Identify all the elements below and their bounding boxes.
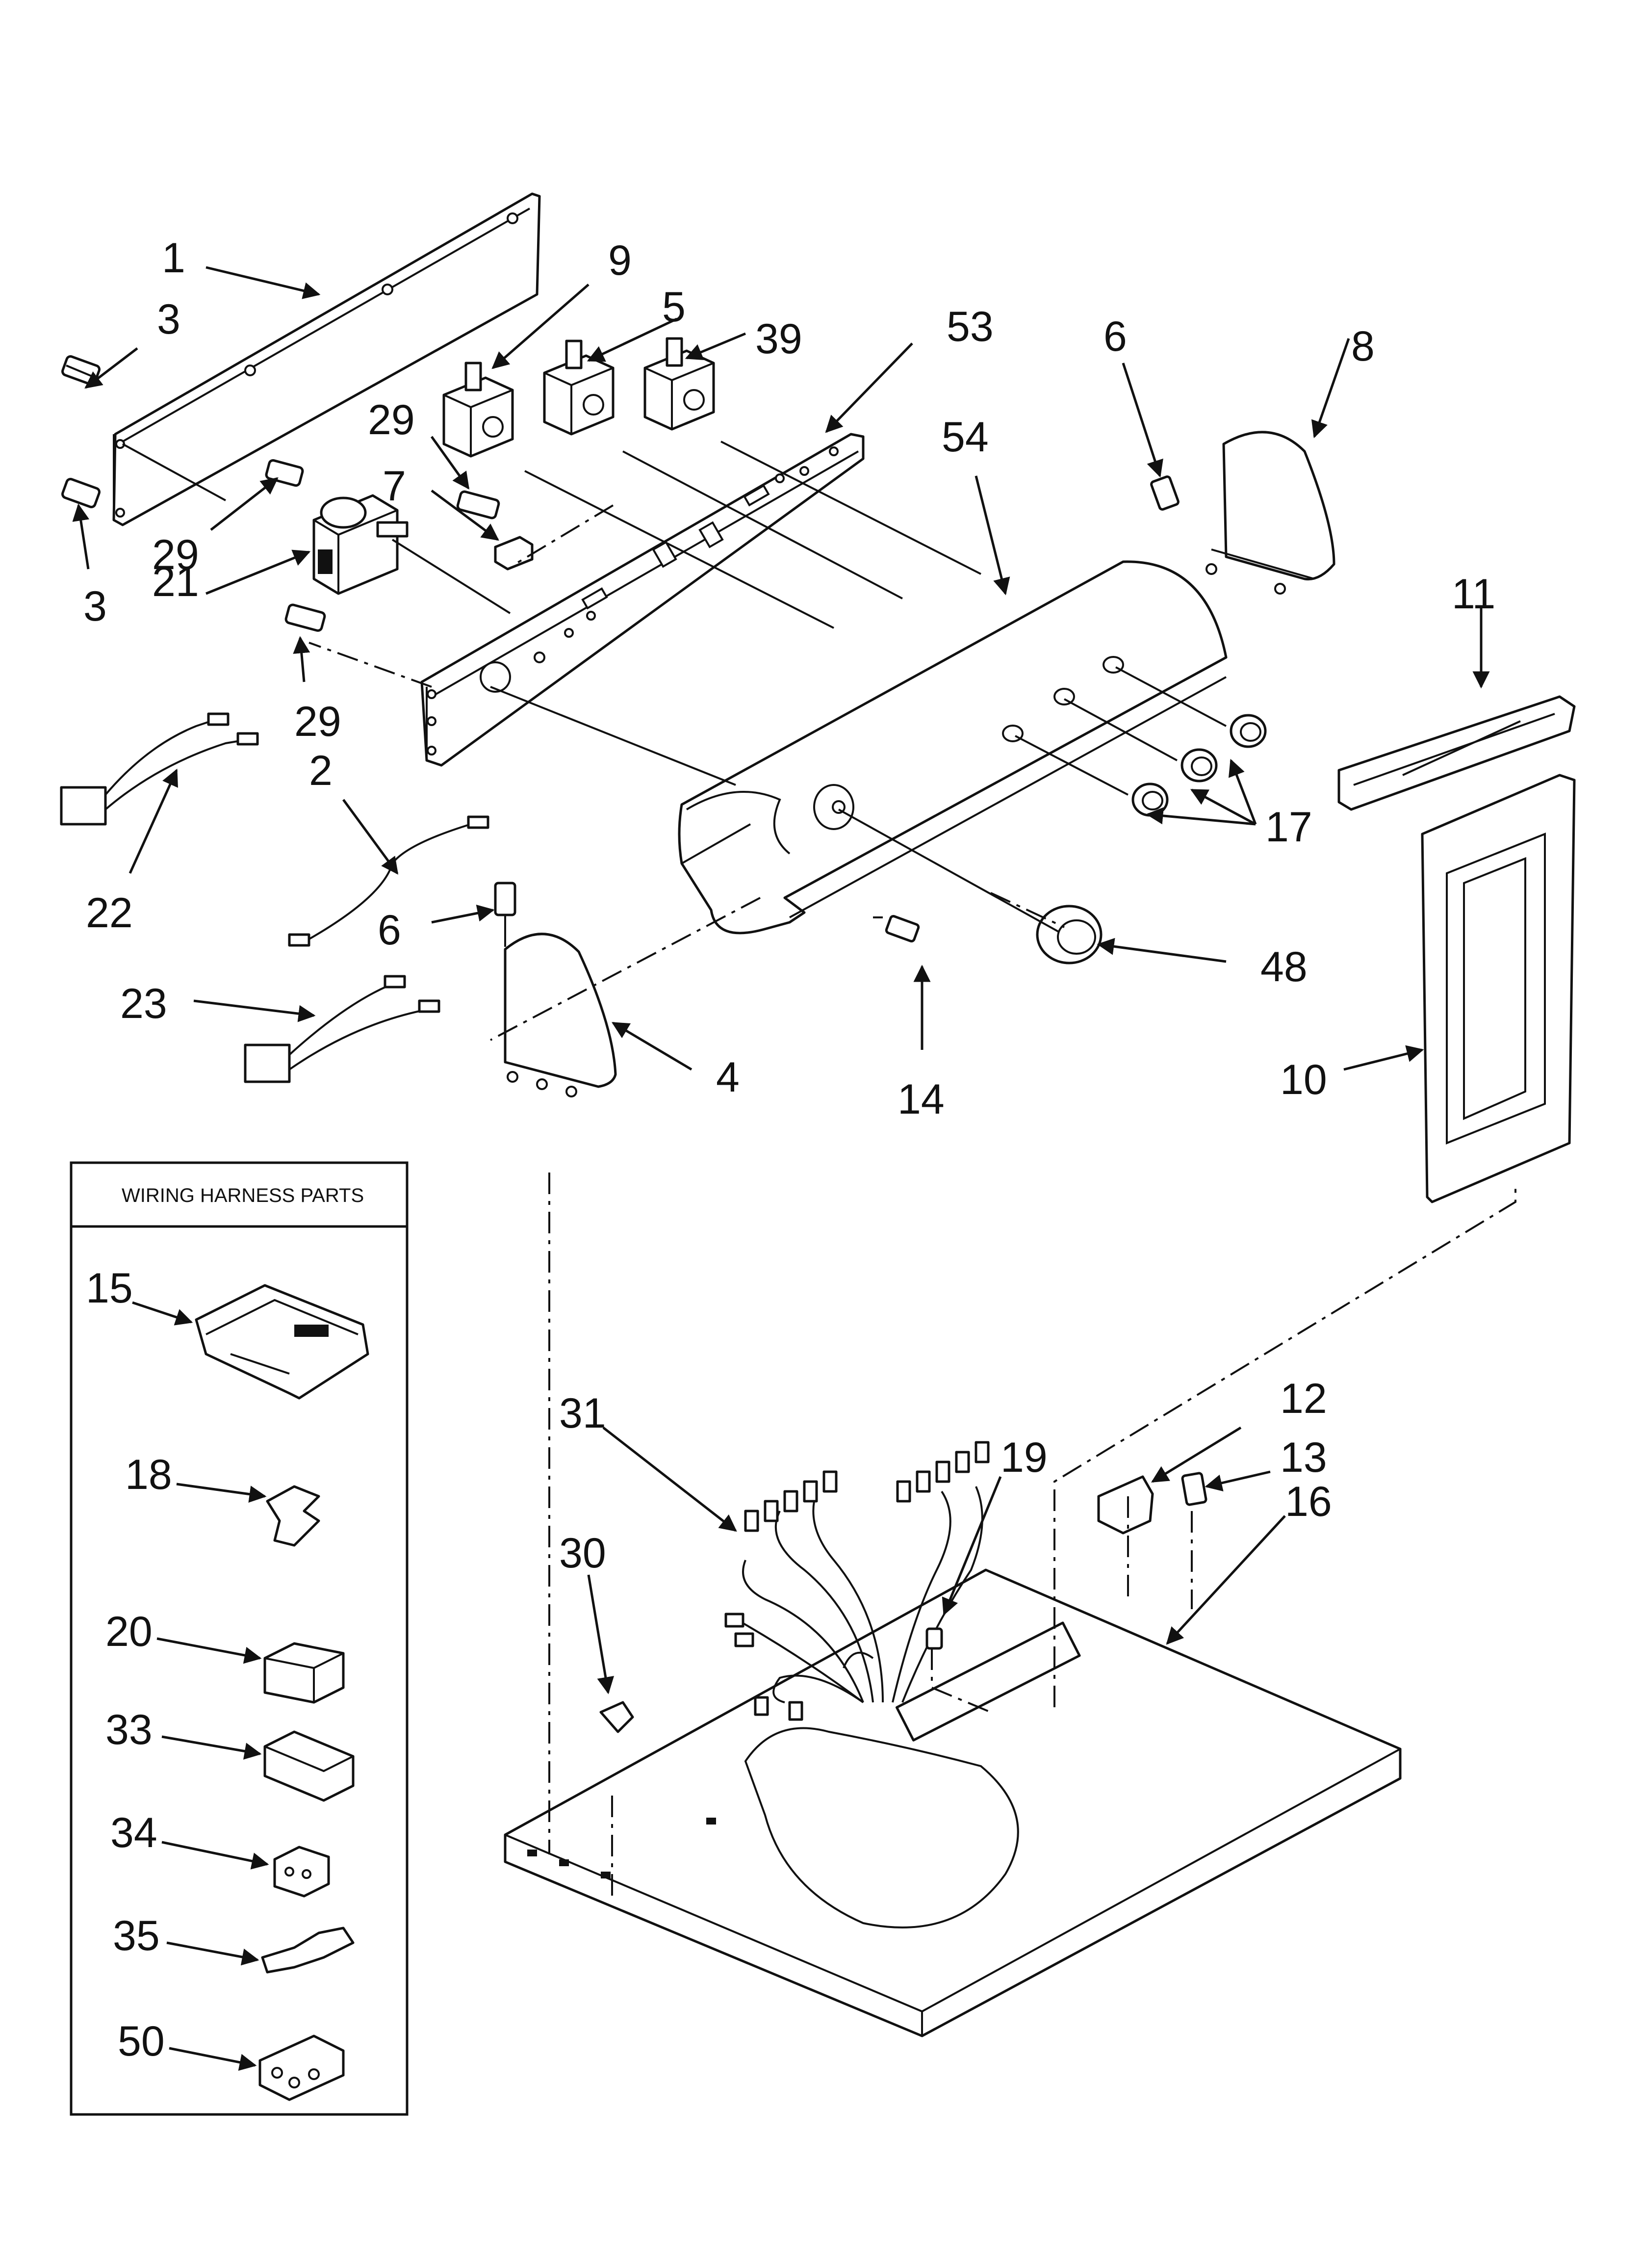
callout-53: 53	[947, 303, 994, 350]
callout-9: 9	[608, 237, 632, 284]
callout-12: 12	[1280, 1375, 1327, 1422]
clip-part-18	[266, 1485, 320, 1547]
callout-4: 4	[716, 1054, 740, 1101]
control-panel-part-54	[678, 560, 1228, 935]
callout-54: 54	[942, 414, 989, 461]
wiring-harness-parts-box: WIRING HARNESS PARTS	[70, 1161, 409, 2116]
callout-3: 3	[83, 583, 107, 630]
callout-8: 8	[1351, 323, 1375, 370]
harness-part-23	[244, 975, 440, 1083]
clip-part-30	[599, 1701, 634, 1733]
screw-part-6-upper	[1150, 475, 1180, 511]
callout-2: 2	[309, 747, 333, 794]
callout-13: 13	[1280, 1434, 1327, 1481]
callout-6: 6	[1103, 313, 1127, 360]
bracket-part-12	[1097, 1475, 1154, 1535]
callout-31: 31	[559, 1390, 606, 1437]
screw-part-6-lower	[494, 882, 516, 947]
callout-18: 18	[125, 1451, 172, 1498]
callout-50: 50	[118, 2018, 165, 2065]
callout-10: 10	[1280, 1056, 1327, 1103]
callout-22: 22	[86, 889, 133, 937]
callout-23: 23	[120, 980, 167, 1027]
callout-29: 29	[294, 698, 341, 745]
knob-part-17-b	[1180, 748, 1218, 782]
callout-29: 29	[152, 531, 199, 578]
knob-part-17-a	[1131, 782, 1169, 817]
callout-34: 34	[110, 1809, 157, 1856]
lint-screen-part-11	[1337, 695, 1576, 811]
screw-part-3-lower	[61, 477, 101, 509]
end-cap-part-8	[1206, 431, 1335, 595]
callout-1: 1	[162, 235, 185, 282]
terminal-part-35	[261, 1927, 355, 1974]
callout-33: 33	[105, 1706, 153, 1753]
timer-part-21	[312, 494, 409, 595]
leader-lines	[72, 266, 1490, 1694]
callout-15: 15	[86, 1265, 133, 1312]
callout-21: 21	[152, 558, 199, 605]
callout-20: 20	[105, 1608, 153, 1655]
main-harness-part-31	[724, 1441, 990, 1721]
lint-housing-part-10	[1421, 774, 1576, 1203]
screw-part-19	[925, 1627, 943, 1650]
rear-bracket-part-1	[112, 192, 541, 526]
screw-part-29-b	[456, 490, 500, 520]
connector-part-50	[258, 2034, 345, 2101]
callout-29: 29	[368, 396, 415, 443]
assembly-lines	[122, 441, 1516, 1899]
screw-part-13	[1181, 1472, 1207, 1506]
callout-19: 19	[1001, 1434, 1048, 1481]
switch-part-5	[543, 339, 615, 436]
screw-part-14	[885, 915, 920, 942]
clip-part-7	[494, 536, 534, 571]
connector-part-15	[195, 1284, 369, 1400]
connector-part-20	[263, 1642, 345, 1704]
switch-part-39	[643, 337, 715, 431]
knob-part-17-c	[1230, 714, 1267, 748]
screw-part-29-c	[284, 603, 326, 632]
end-cap-part-4	[504, 933, 617, 1097]
callout-16: 16	[1285, 1478, 1332, 1525]
callout-17: 17	[1265, 804, 1312, 851]
callout-labels: 1 3 3 9 5 39 53 6 8 29 7 54 29 21 29 11 …	[83, 235, 1495, 1577]
callout-39: 39	[755, 315, 802, 363]
connector-part-34	[273, 1846, 330, 1898]
callout-35: 35	[113, 1912, 160, 1959]
callout-5: 5	[662, 284, 686, 331]
harness-part-2	[288, 815, 489, 947]
knob-part-48	[1036, 905, 1103, 965]
callout-30: 30	[559, 1530, 606, 1577]
top-panel-part-16	[504, 1568, 1402, 2037]
callout-3: 3	[157, 296, 180, 343]
callout-7: 7	[383, 463, 406, 510]
callout-14: 14	[898, 1076, 945, 1123]
wiring-box-title: WIRING HARNESS PARTS	[122, 1185, 364, 1206]
switch-part-9	[442, 362, 514, 458]
callout-6: 6	[378, 907, 401, 954]
control-bracket-part-53	[420, 433, 865, 767]
callout-11: 11	[1452, 571, 1495, 618]
callout-48: 48	[1260, 943, 1308, 991]
connector-part-33	[263, 1730, 355, 1802]
